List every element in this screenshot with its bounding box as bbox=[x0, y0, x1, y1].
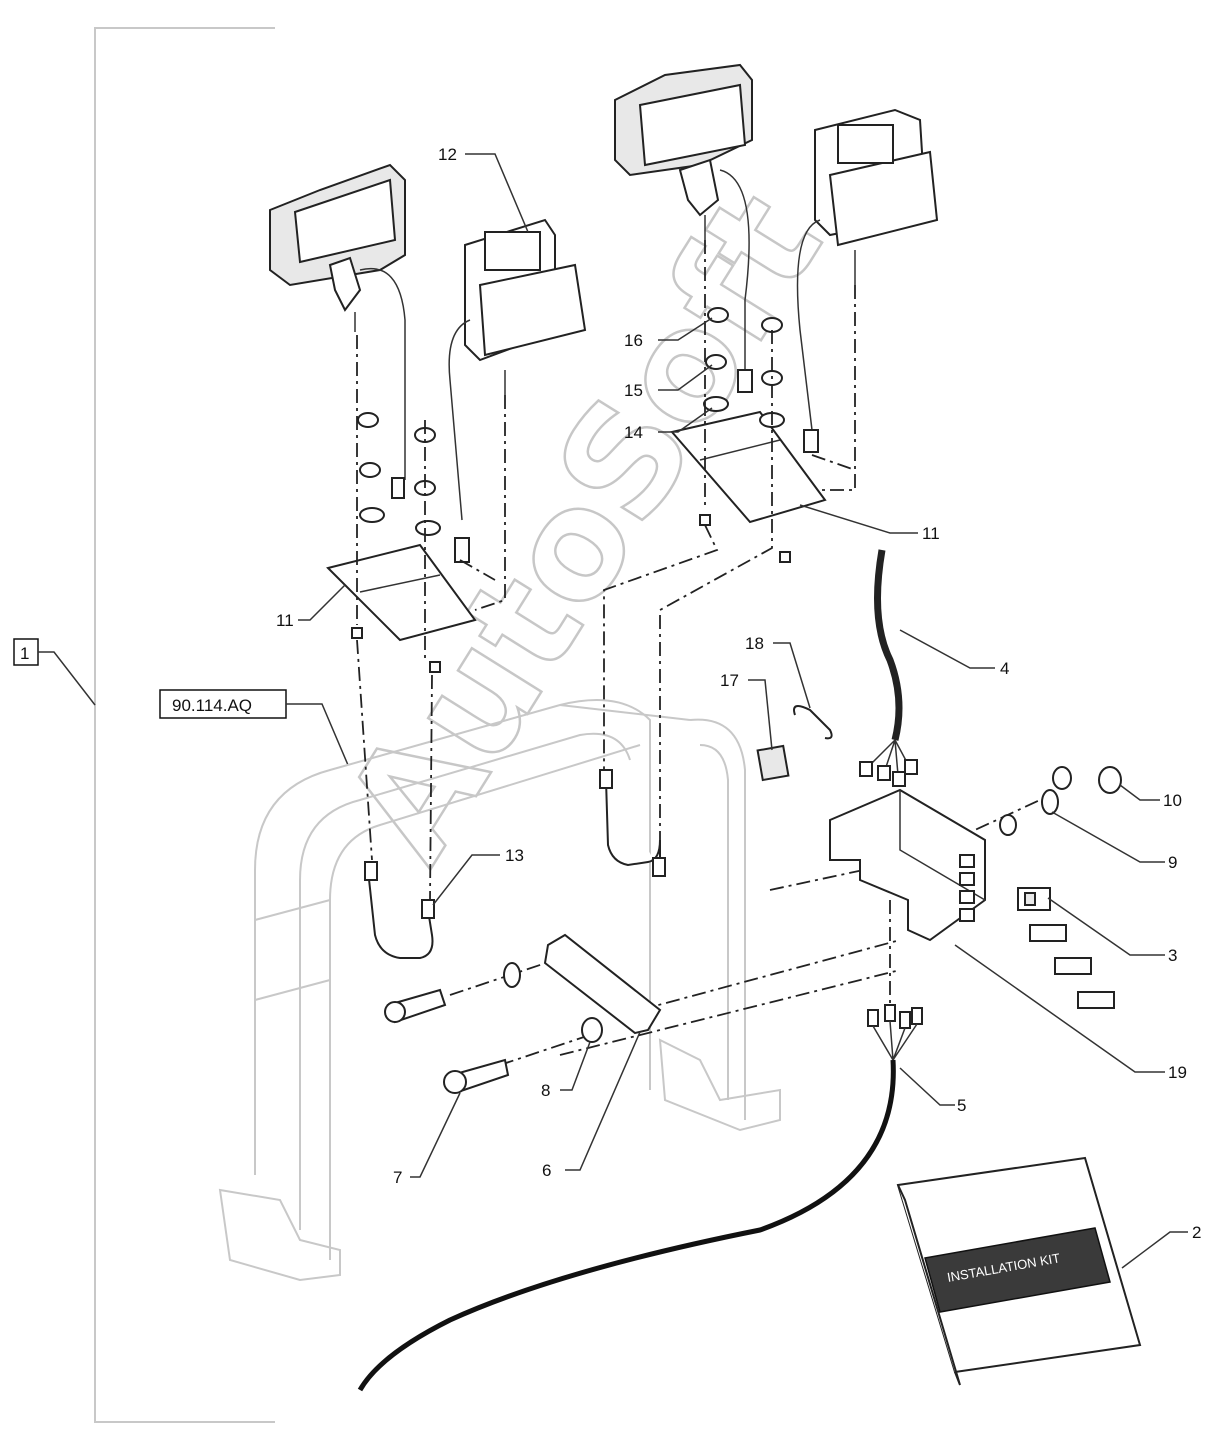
work-light-right bbox=[796, 108, 939, 453]
callout-8[interactable]: 8 bbox=[541, 1041, 591, 1100]
work-light-top-center bbox=[614, 63, 753, 393]
callout-11-left[interactable]: 11 bbox=[276, 584, 346, 630]
assembly-label-box[interactable]: 1 bbox=[13, 638, 96, 706]
callout-3[interactable]: 3 bbox=[1047, 897, 1177, 965]
callout-17-label: 17 bbox=[720, 671, 739, 690]
callout-12[interactable]: 12 bbox=[438, 145, 529, 233]
strap-plate bbox=[543, 933, 662, 1035]
callout-13-label: 13 bbox=[505, 846, 524, 865]
cable-clip bbox=[793, 705, 833, 740]
switch-bracket bbox=[829, 788, 986, 942]
callout-10[interactable]: 10 bbox=[1119, 784, 1182, 810]
callout-19-label: 19 bbox=[1168, 1063, 1187, 1082]
callout-2-label: 2 bbox=[1192, 1223, 1201, 1242]
callout-4[interactable]: 4 bbox=[899, 629, 1009, 678]
callout-15-label: 15 bbox=[624, 381, 643, 400]
assembly-bracket bbox=[94, 27, 275, 1423]
callout-19[interactable]: 19 bbox=[954, 944, 1187, 1082]
callout-5-label: 5 bbox=[957, 1096, 966, 1115]
callout-5[interactable]: 5 bbox=[899, 1067, 966, 1115]
callout-6-label: 6 bbox=[542, 1161, 551, 1180]
rocker-switch bbox=[1017, 887, 1051, 911]
callout-4-label: 4 bbox=[1000, 659, 1009, 678]
callout-7-label: 7 bbox=[393, 1168, 402, 1187]
reference-label: 90.114.AQ bbox=[172, 696, 252, 715]
callout-9-label: 9 bbox=[1168, 853, 1177, 872]
callout-14-label: 14 bbox=[624, 423, 643, 442]
callout-2[interactable]: 2 bbox=[1121, 1223, 1201, 1269]
callout-7[interactable]: 7 bbox=[393, 1092, 461, 1187]
watermark: AutoSoft bbox=[313, 164, 856, 889]
cable-tie-mount bbox=[756, 744, 790, 782]
assembly-lines bbox=[356, 240, 1041, 1066]
callout-11-left-label: 11 bbox=[276, 611, 294, 630]
fastener-stack-left bbox=[351, 412, 441, 673]
bolt-lower bbox=[443, 1058, 510, 1094]
callout-9[interactable]: 9 bbox=[1051, 811, 1177, 872]
callout-18[interactable]: 18 bbox=[745, 634, 811, 709]
bolt-upper bbox=[384, 988, 447, 1024]
callout-14[interactable]: 14 bbox=[624, 407, 713, 442]
callout-3-label: 3 bbox=[1168, 946, 1177, 965]
callout-16[interactable]: 16 bbox=[624, 317, 713, 350]
callout-11-right[interactable]: 11 bbox=[799, 504, 940, 543]
callout-13[interactable]: 13 bbox=[432, 846, 524, 906]
nuts-9-10 bbox=[999, 766, 1122, 836]
callout-12-label: 12 bbox=[438, 145, 457, 164]
callout-11-right-label: 11 bbox=[922, 524, 940, 543]
mounting-plate-right bbox=[670, 410, 827, 524]
washers bbox=[503, 962, 603, 1043]
mounting-plate-left bbox=[326, 543, 477, 642]
callout-8-label: 8 bbox=[541, 1081, 550, 1100]
work-light-left bbox=[269, 163, 406, 499]
assembly-label: 1 bbox=[20, 644, 29, 663]
installation-kit-booklet: INSTALLATION KIT bbox=[896, 1156, 1142, 1386]
callout-15[interactable]: 15 bbox=[624, 364, 713, 400]
wiring-harness-upper bbox=[859, 549, 918, 787]
callout-6[interactable]: 6 bbox=[542, 1031, 641, 1180]
switch-connectors bbox=[1029, 924, 1115, 1009]
callout-17[interactable]: 17 bbox=[720, 671, 773, 751]
work-light-12 bbox=[448, 218, 587, 563]
u-bolt-left bbox=[364, 861, 435, 959]
callout-10-label: 10 bbox=[1163, 791, 1182, 810]
frame-outline bbox=[218, 699, 781, 1282]
reference-label-box[interactable]: 90.114.AQ bbox=[159, 689, 349, 766]
callout-16-label: 16 bbox=[624, 331, 643, 350]
callout-18-label: 18 bbox=[745, 634, 764, 653]
u-bolt-right bbox=[599, 769, 666, 877]
wiring-harness-lower bbox=[357, 1004, 923, 1392]
